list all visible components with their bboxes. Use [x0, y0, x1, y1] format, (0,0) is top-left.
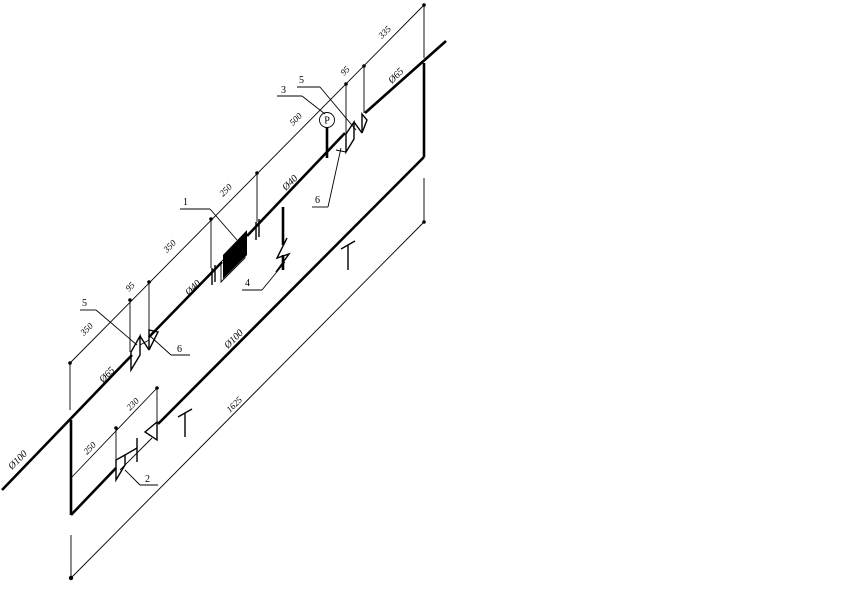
diameter-upper-40-a: Ø40 [183, 278, 204, 299]
lower-pipe [69, 63, 426, 516]
callout-labels: 1 2 3 4 5 5 6 6 [82, 75, 320, 485]
dim-500: 500 [287, 110, 304, 127]
dim-350-left: 350 [78, 320, 96, 338]
callout-6-left: 6 [177, 344, 182, 355]
vertical-risers [281, 127, 329, 270]
callout-5-left: 5 [82, 298, 87, 309]
dim-250-lower: 250 [81, 439, 98, 456]
callout-2: 2 [145, 474, 150, 485]
filter-1 [211, 219, 260, 285]
dim-230: 230 [124, 395, 141, 412]
valve-left [130, 329, 160, 373]
callout-6-right: 6 [315, 195, 320, 206]
diameter-upper-right-65: Ø65 [386, 66, 407, 87]
valve-right [335, 112, 368, 155]
dim-1625: 1625 [224, 394, 244, 414]
gauge-symbol-label: P [324, 116, 330, 127]
dim-95-right: 95 [338, 64, 352, 78]
dim-350-upper: 350 [161, 237, 179, 255]
dim-250-upper: 250 [217, 181, 234, 198]
dim-95-left: 95 [123, 280, 137, 294]
break-symbol-4 [275, 237, 291, 273]
callout-1: 1 [183, 197, 188, 208]
support-marks [177, 240, 356, 437]
valve-2 [115, 420, 158, 483]
callout-5-right: 5 [299, 75, 304, 86]
pressure-gauge-3: P [319, 112, 335, 128]
diameter-upper-left: Ø100 [6, 449, 30, 473]
callout-4: 4 [245, 278, 250, 289]
upper-pipe [1, 40, 447, 491]
diameter-upper-65: Ø65 [97, 365, 118, 386]
dimension-lines [68, 3, 426, 581]
diameter-upper-40-b: Ø40 [280, 173, 301, 194]
leader-lines [80, 86, 357, 486]
callout-3: 3 [281, 85, 286, 96]
